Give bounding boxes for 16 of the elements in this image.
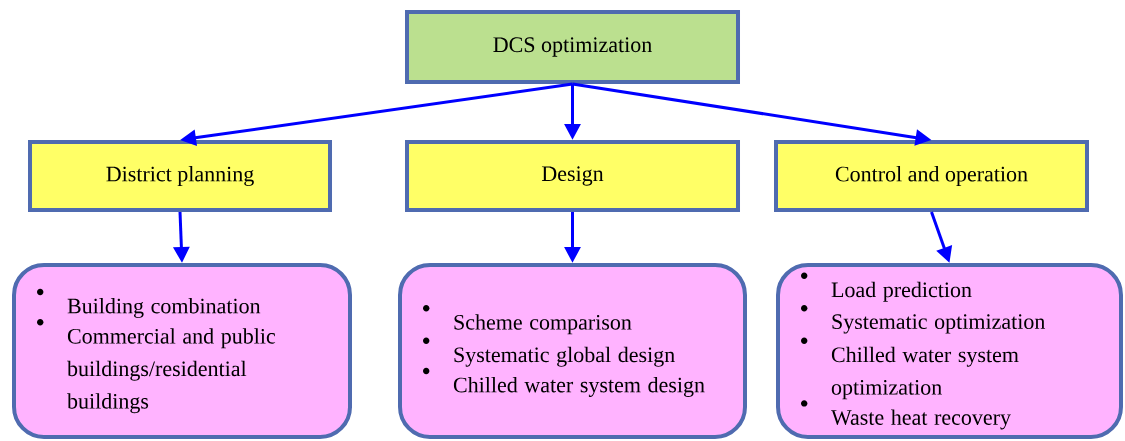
bullet-item: Chilled water system design xyxy=(423,367,705,397)
bullet-item: Waste heat recovery xyxy=(801,400,1011,430)
title-box: DCS optimization xyxy=(405,10,740,84)
rounded-box xyxy=(12,263,352,439)
bullet-item: Scheme comparison xyxy=(423,305,632,335)
category-box: District planning xyxy=(28,140,332,212)
rounded-box xyxy=(398,263,747,439)
bullet-item: Building combination xyxy=(37,288,261,318)
bullet-item: Commercial and public buildings/residential buildings xyxy=(37,319,276,414)
category-box: Control and operation xyxy=(774,140,1089,212)
bullet-item: Systematic optimization xyxy=(801,305,1046,334)
category-box: Design xyxy=(405,140,740,212)
bullet-item: Load prediction xyxy=(801,272,972,302)
rounded-box xyxy=(776,263,1123,439)
bullet-item: Chilled water system optimization xyxy=(801,337,1019,400)
bullet-item: Systematic global design xyxy=(423,337,675,367)
